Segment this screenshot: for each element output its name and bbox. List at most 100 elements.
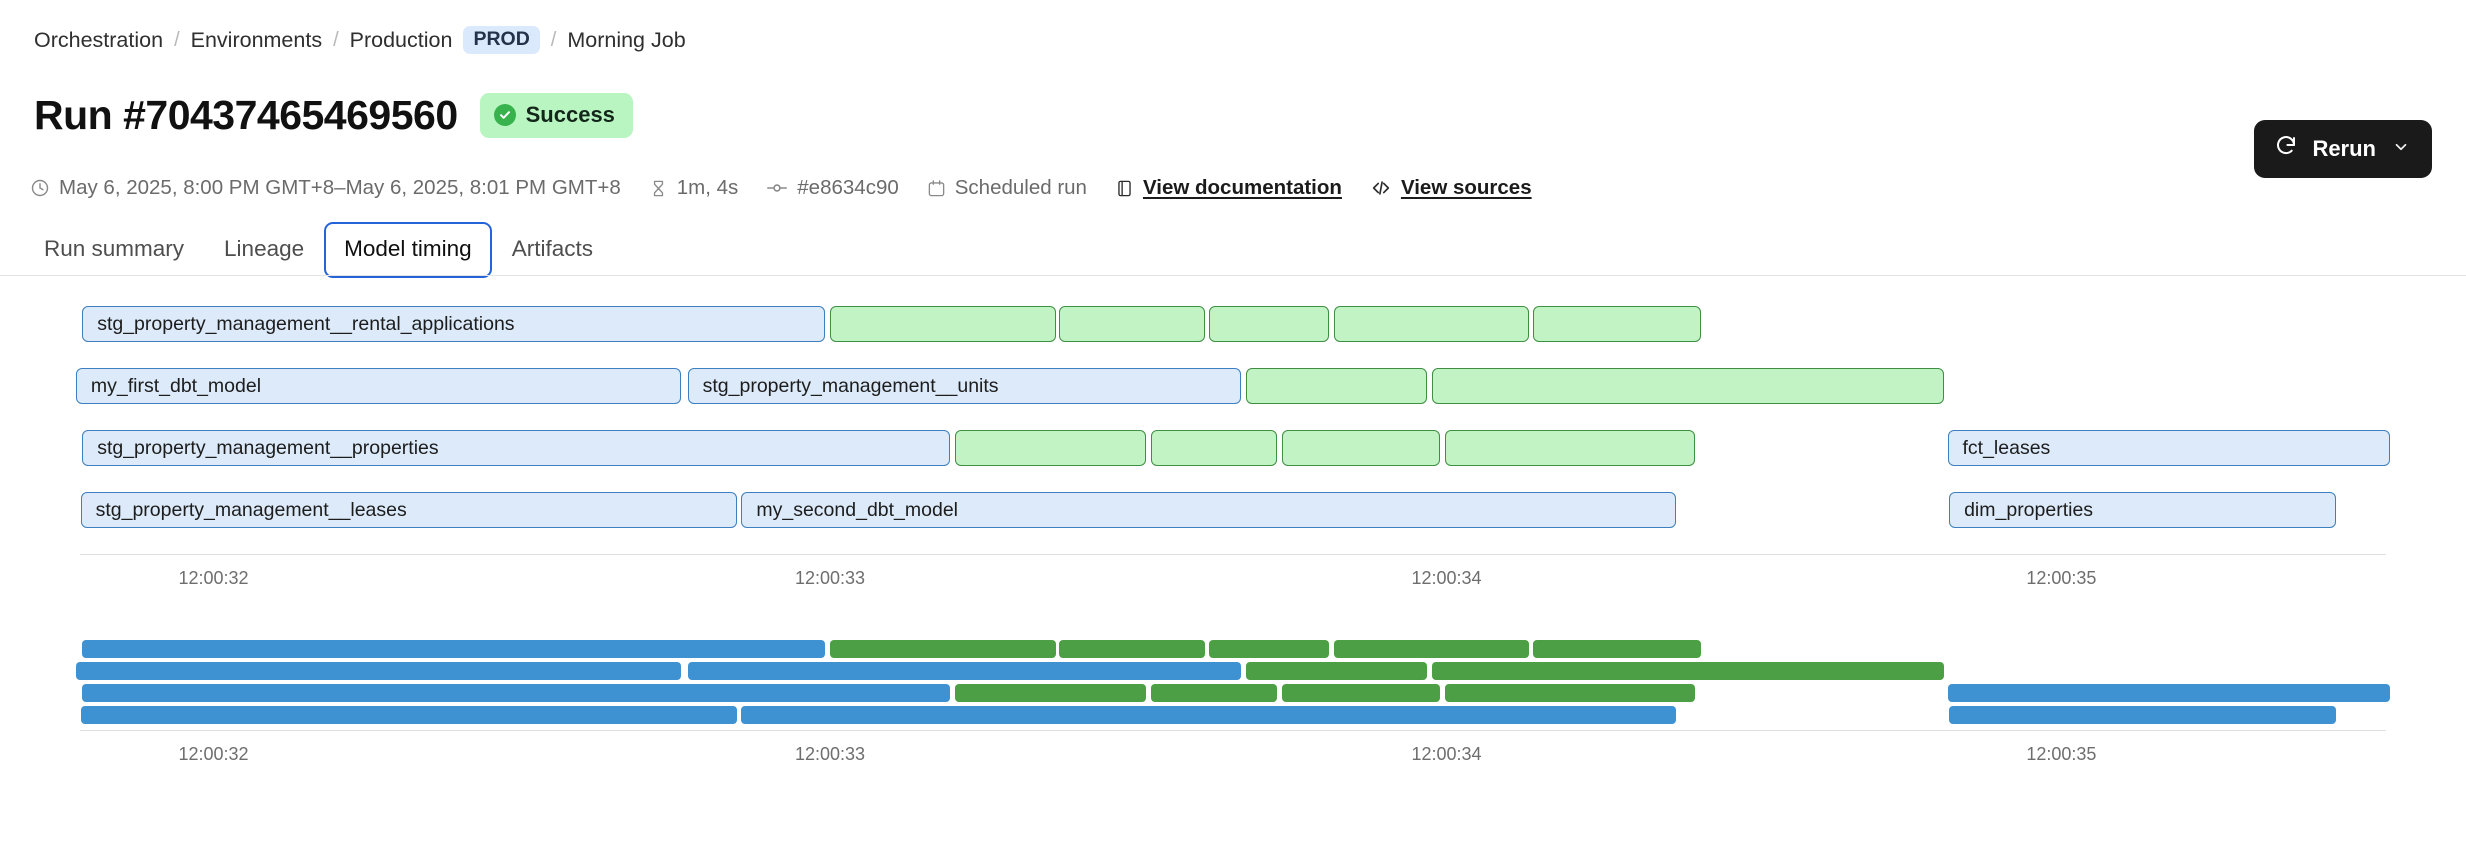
meta-time-range: May 6, 2025, 8:00 PM GMT+8–May 6, 2025, …: [30, 176, 621, 200]
check-circle-icon: [493, 104, 516, 126]
minimap-bar-segment[interactable]: [82, 640, 826, 658]
minimap-row: [0, 662, 2466, 680]
minimap-bar-segment[interactable]: [1533, 640, 1701, 658]
code-icon: [1370, 177, 1392, 199]
page-title: Run #70437465469560: [34, 92, 458, 138]
gantt-bar-stg_property_management__properties[interactable]: stg_property_management__properties: [82, 430, 951, 466]
meta-documentation[interactable]: View documentation: [1115, 176, 1342, 200]
axis-tick-label: 12:00:35: [2026, 744, 2097, 764]
meta-trigger: Scheduled run: [927, 176, 1087, 200]
book-icon: [1115, 179, 1134, 198]
meta-sources[interactable]: View sources: [1370, 176, 1532, 200]
minimap-row: [0, 640, 2466, 658]
breadcrumb-env-badge: PROD: [463, 26, 540, 54]
breadcrumb-item-environments[interactable]: Environments: [190, 27, 323, 52]
rerun-button[interactable]: Rerun: [2254, 120, 2432, 178]
minimap-bar-segment[interactable]: [75, 662, 682, 680]
gantt-bar-my_second_dbt_model[interactable]: my_second_dbt_model: [741, 492, 1676, 528]
breadcrumb-item-morning-job[interactable]: Morning Job: [567, 27, 686, 52]
axis-tick-label: 12:00:32: [178, 568, 249, 588]
gantt-bar-segment[interactable]: [1150, 430, 1278, 466]
minimap-bar-segment[interactable]: [1432, 662, 1945, 680]
gantt-bar-segment[interactable]: [829, 306, 1056, 342]
view-sources-link[interactable]: View sources: [1400, 176, 1532, 199]
model-timing-minimap: 12:00:32 12:00:33 12:00:34 12:00:35: [0, 636, 2466, 776]
hourglass-icon: [649, 179, 668, 198]
tab-model-timing[interactable]: Model timing: [324, 222, 492, 278]
minimap-bar-segment[interactable]: [741, 706, 1676, 724]
tab-bar: Run summary Lineage Model timing Artifacts: [24, 222, 613, 278]
gantt-bar-segment[interactable]: [1444, 430, 1695, 466]
minimap-bar-segment[interactable]: [80, 706, 737, 724]
gantt-bar-segment[interactable]: [1059, 306, 1205, 342]
gantt-bar-stg_property_management__rental_applications[interactable]: stg_property_management__rental_applicat…: [82, 306, 826, 342]
minimap-bar-segment[interactable]: [1245, 662, 1428, 680]
axis-tick-label: 12:00:33: [794, 744, 866, 764]
breadcrumb: Orchestration / Environments / Productio…: [34, 26, 686, 54]
meta-commit[interactable]: #e8634c90: [766, 176, 899, 200]
minimap-bar-segment[interactable]: [1150, 684, 1278, 702]
gantt-bar-stg_property_management__units[interactable]: stg_property_management__units: [687, 368, 1241, 404]
breadcrumb-separator: /: [333, 28, 339, 51]
gantt-bar-segment[interactable]: [1282, 430, 1441, 466]
view-documentation-link[interactable]: View documentation: [1142, 176, 1342, 199]
axis-tick-label: 12:00:34: [1411, 744, 1482, 764]
breadcrumb-item-production[interactable]: Production: [349, 27, 453, 52]
status-badge: Success: [479, 93, 633, 138]
gantt-bar-my_first_dbt_model[interactable]: my_first_dbt_model: [75, 368, 682, 404]
minimap-time-axis: 12:00:32 12:00:33 12:00:34 12:00:35: [0, 730, 2466, 776]
gantt-bar-segment[interactable]: [1533, 306, 1701, 342]
tab-artifacts[interactable]: Artifacts: [511, 236, 593, 261]
gantt-bar-segment[interactable]: [1432, 368, 1945, 404]
axis-tick-label: 12:00:32: [178, 744, 249, 764]
git-commit-icon: [766, 177, 788, 199]
rerun-label: Rerun: [2312, 136, 2376, 161]
minimap-bar-segment[interactable]: [82, 684, 951, 702]
gantt-bar-segment[interactable]: [1245, 368, 1428, 404]
gantt-bar-segment[interactable]: [954, 430, 1147, 466]
minimap-bar-segment[interactable]: [687, 662, 1241, 680]
chevron-down-icon[interactable]: [2392, 136, 2410, 162]
tab-run-summary[interactable]: Run summary: [44, 236, 185, 261]
axis-line: [80, 554, 2386, 555]
breadcrumb-item-orchestration[interactable]: Orchestration: [34, 27, 164, 52]
axis-line: [80, 730, 2386, 731]
title-row: Run #70437465469560 Success: [34, 92, 633, 139]
tab-lineage[interactable]: Lineage: [224, 236, 305, 261]
meta-commit-value: #e8634c90: [797, 176, 899, 199]
minimap-bar-segment[interactable]: [1947, 684, 2391, 702]
breadcrumb-separator: /: [174, 28, 180, 51]
gantt-bar-segment[interactable]: [1209, 306, 1330, 342]
axis-tick-label: 12:00:34: [1411, 568, 1482, 588]
model-timing-gantt: stg_property_management__rental_applicat…: [0, 300, 2466, 600]
minimap-bar-segment[interactable]: [829, 640, 1056, 658]
minimap-bar-segment[interactable]: [954, 684, 1147, 702]
status-label: Success: [525, 102, 615, 127]
calendar-icon: [927, 179, 946, 198]
tab-bar-divider: [0, 275, 2466, 276]
axis-tick-label: 12:00:35: [2026, 568, 2097, 588]
gantt-bar-stg_property_management__leases[interactable]: stg_property_management__leases: [80, 492, 737, 528]
meta-trigger-value: Scheduled run: [954, 176, 1087, 199]
minimap-bar-segment[interactable]: [1282, 684, 1441, 702]
minimap-bar-segment[interactable]: [1059, 640, 1205, 658]
gantt-bar-dim_properties[interactable]: dim_properties: [1949, 492, 2337, 528]
meta-duration: 1m, 4s: [649, 176, 739, 200]
minimap-row: [0, 706, 2466, 724]
minimap-bar-segment[interactable]: [1444, 684, 1695, 702]
gantt-bar-fct_leases[interactable]: fct_leases: [1947, 430, 2391, 466]
meta-duration-value: 1m, 4s: [676, 176, 739, 199]
run-metadata: May 6, 2025, 8:00 PM GMT+8–May 6, 2025, …: [30, 176, 1560, 200]
gantt-bar-segment[interactable]: [1334, 306, 1529, 342]
minimap-bar-segment[interactable]: [1209, 640, 1330, 658]
breadcrumb-separator: /: [550, 28, 557, 51]
minimap-bar-segment[interactable]: [1334, 640, 1529, 658]
meta-time-range-value: May 6, 2025, 8:00 PM GMT+8–May 6, 2025, …: [59, 176, 621, 199]
clock-icon: [30, 178, 50, 198]
refresh-icon: [2274, 134, 2298, 164]
minimap-row: [0, 684, 2466, 702]
minimap-bar-segment[interactable]: [1949, 706, 2337, 724]
